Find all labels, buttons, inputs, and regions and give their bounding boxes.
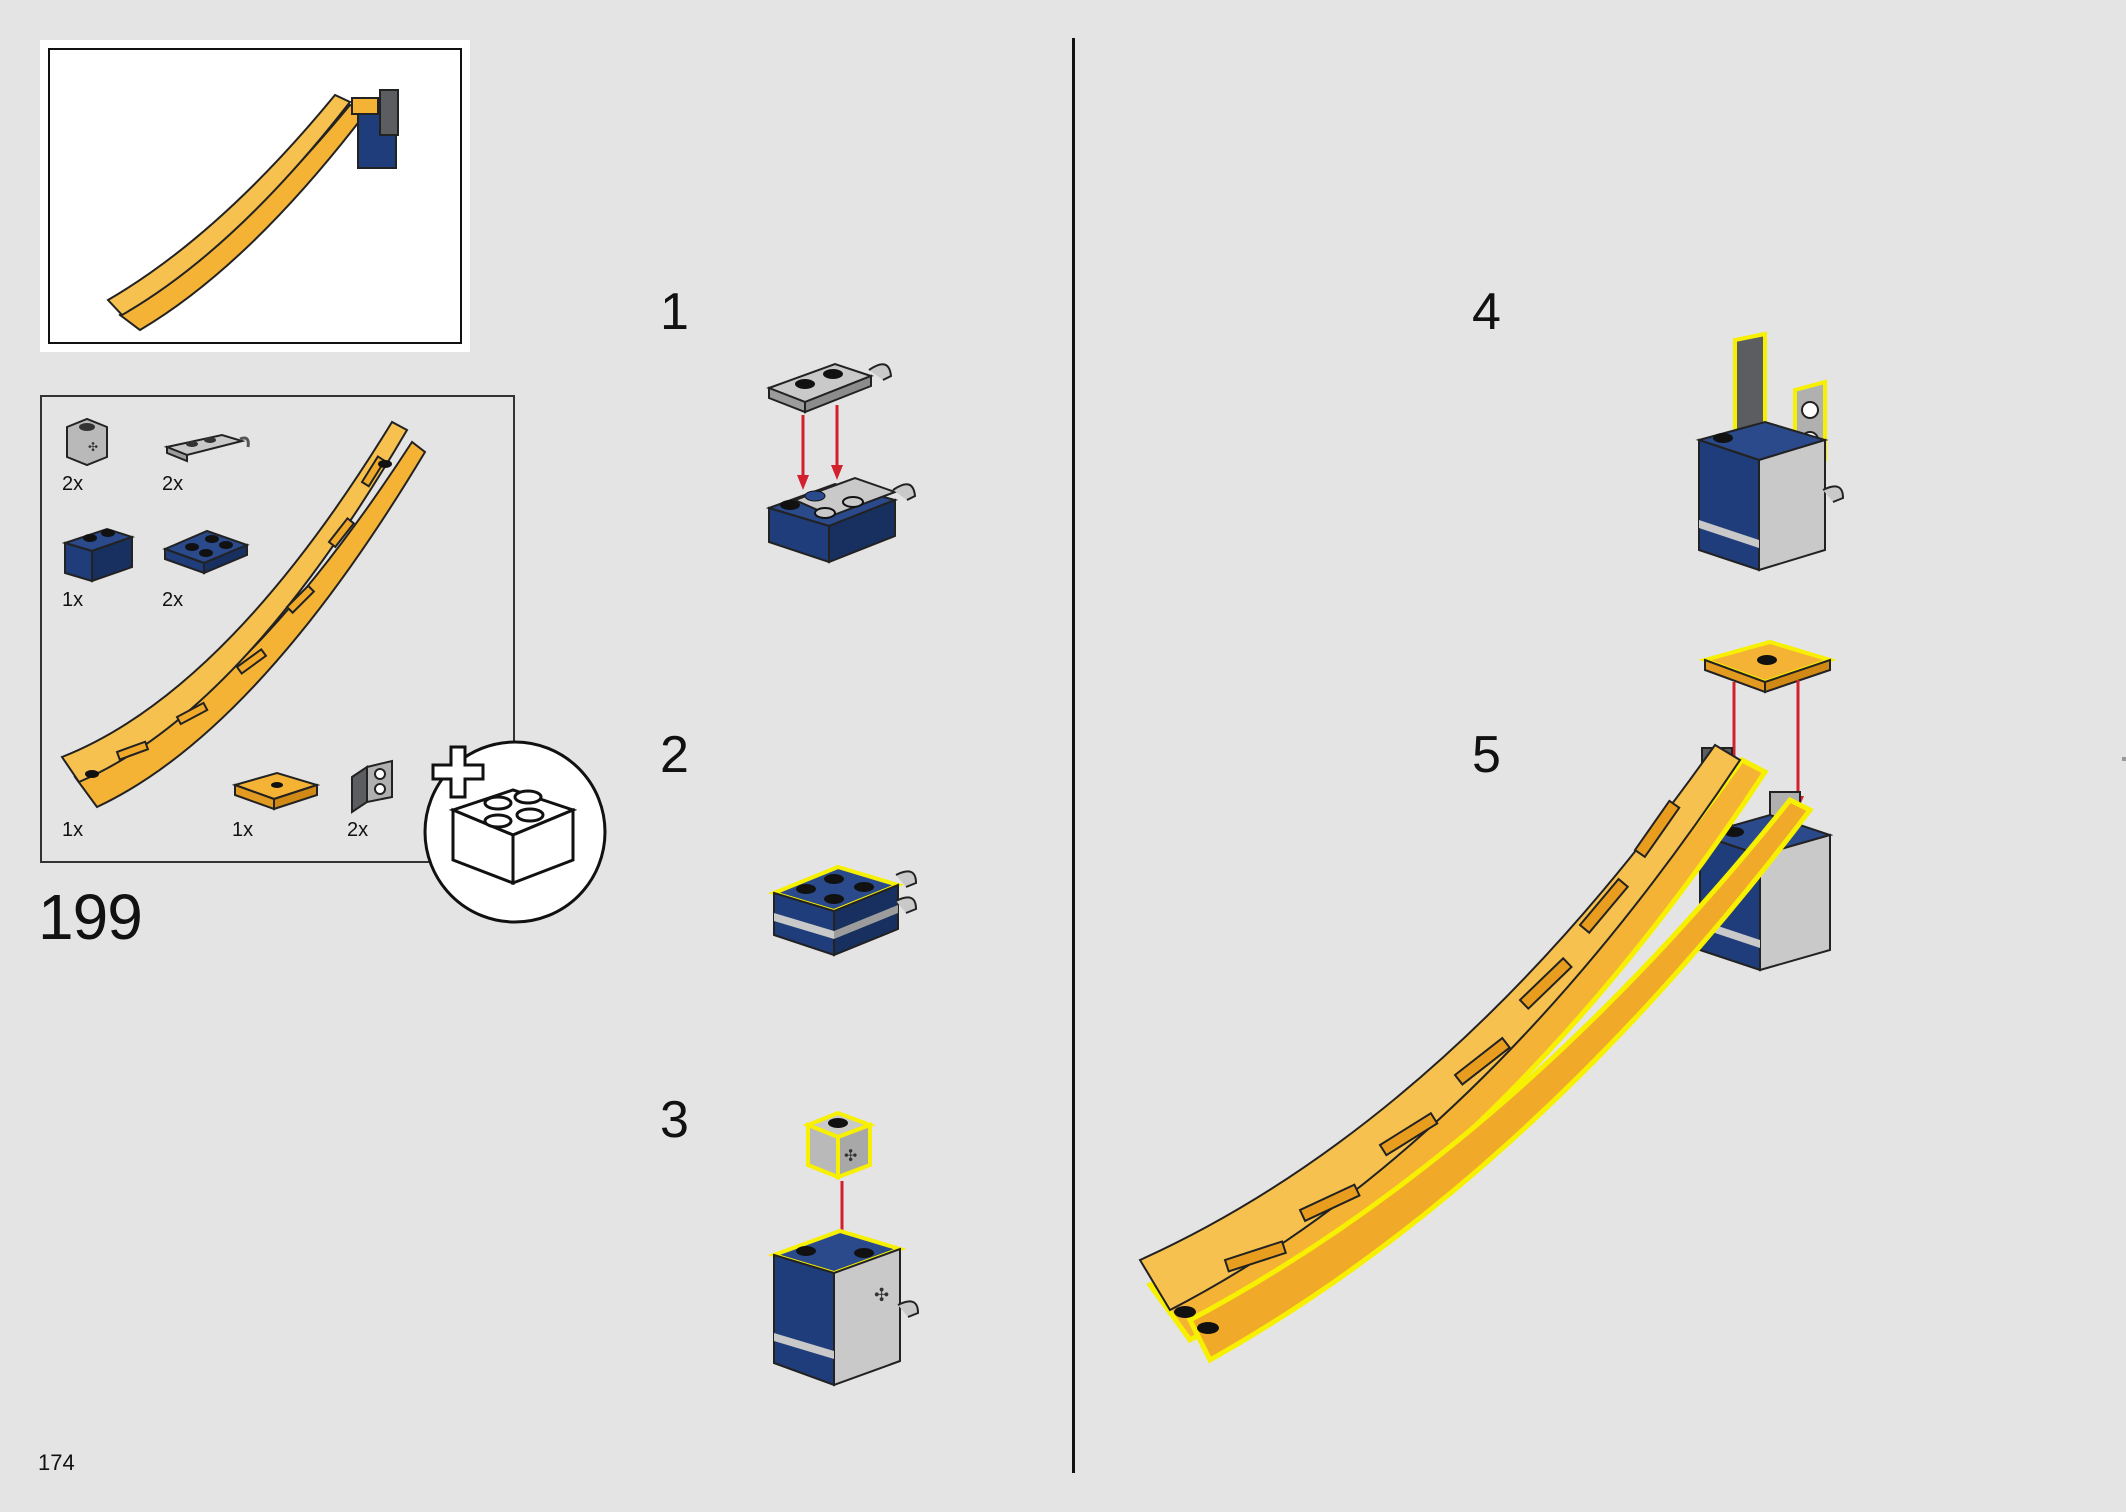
dark-gray-bracket-icon xyxy=(351,759,393,814)
step-1-illustration xyxy=(765,362,917,564)
dark-blue-plate-2x2-icon xyxy=(162,529,250,575)
part-qty: 2x xyxy=(62,473,84,495)
yellow-curved-rail-icon xyxy=(60,420,427,809)
svg-text:✣: ✣ xyxy=(88,440,98,454)
light-gray-plate-clip-icon xyxy=(163,433,250,463)
substep-number-3: 3 xyxy=(660,1091,689,1149)
assembly-preview xyxy=(48,48,462,344)
svg-text:✣: ✣ xyxy=(844,1146,857,1165)
page-divider xyxy=(1072,38,1075,1473)
preview-rail-icon xyxy=(106,89,399,332)
light-gray-brick-1x1-technic-icon: ✣ xyxy=(66,417,108,467)
svg-text:✣: ✣ xyxy=(874,1285,889,1306)
step-2-illustration xyxy=(767,864,918,957)
part-qty: 1x xyxy=(62,819,84,841)
part-qty: 2x xyxy=(162,589,184,611)
assembly-preview-frame xyxy=(40,40,470,352)
substep-number-4: 4 xyxy=(1472,283,1501,341)
substep-number-5: 5 xyxy=(1472,726,1501,784)
part-qty: 1x xyxy=(62,589,84,611)
submodel-callout-icon xyxy=(423,740,607,924)
parts-list: ✣ 2x 2x 1x 2x xyxy=(40,395,515,863)
page-number: 174 xyxy=(38,1450,75,1475)
part-qty: 2x xyxy=(347,819,369,841)
substep-number-1: 1 xyxy=(660,283,689,341)
step-5-illustration xyxy=(1138,639,1837,1364)
part-qty: 2x xyxy=(162,473,184,495)
step-3-illustration: ✣ ✣ xyxy=(767,1110,920,1387)
dark-blue-brick-1x2-icon xyxy=(61,527,136,583)
part-qty: 1x xyxy=(232,819,254,841)
step-4-illustration xyxy=(1695,331,1845,572)
substep-number-2: 2 xyxy=(660,726,689,784)
main-step-number: 199 xyxy=(38,881,143,953)
orange-tile-2x2-icon xyxy=(231,771,321,811)
edge-mark xyxy=(2122,757,2126,761)
